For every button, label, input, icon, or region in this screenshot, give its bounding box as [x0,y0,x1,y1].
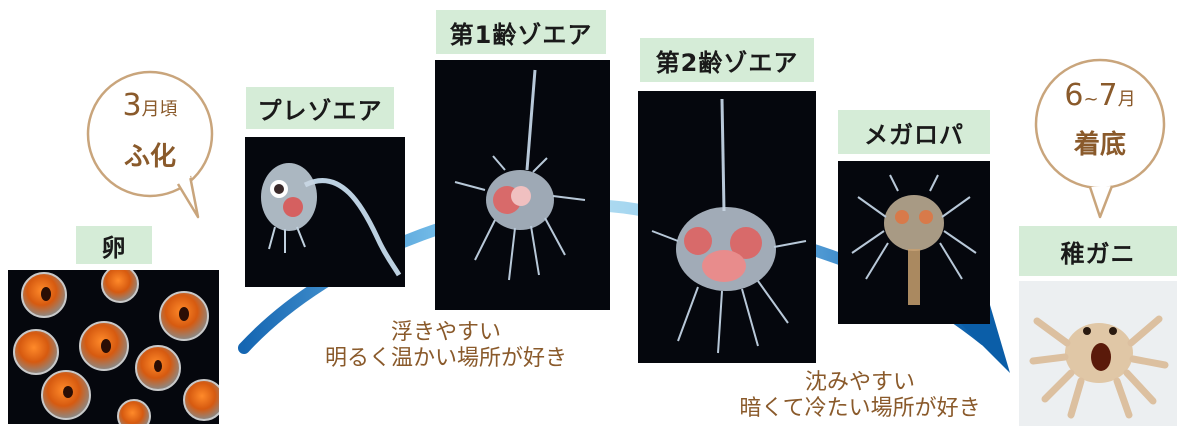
settle-month-from: 6 [1064,78,1084,113]
hatch-event-text: ふ化 [123,142,176,172]
settle-speech-bubble [1034,58,1166,219]
settle-month-to: 7 [1098,78,1118,113]
settle-month-unit: 月 [1117,89,1136,110]
hatch-month-text: 3月頃 [94,88,206,123]
juvenile-label: 稚ガニ [1019,226,1177,276]
hatch-speech-bubble [86,70,214,219]
prezoea-illustration [261,163,402,277]
juvenile-illustration [1029,315,1169,419]
zoea2-label: 第2齢ゾエア [640,38,814,82]
zoea2-photo [638,91,816,363]
juvenile-photo [1019,281,1177,426]
megalopa-photo [838,161,990,324]
egg-photo [8,270,219,424]
egg-label: 卵 [76,226,152,264]
sink-note-line2: 暗くて冷たい場所が好き [739,396,981,421]
zoea1-illustration [454,69,586,281]
float-note: 浮きやすい 明るく温かい場所が好き [296,320,596,372]
megalopa-label: メガロパ [838,110,990,154]
hatch-month-unit: 月頃 [141,99,178,120]
sink-note-line1: 沈みやすい [804,370,915,395]
zoea1-label: 第1齢ゾエア [436,10,606,54]
hatch-month-number: 3 [122,88,142,123]
sink-note: 沈みやすい 暗くて冷たい場所が好き [720,370,1000,422]
settle-event-text: 着底 [1073,130,1126,160]
float-note-line1: 浮きやすい [390,320,501,345]
prezoea-photo [245,137,405,287]
settle-tilde: ~ [1083,89,1099,110]
float-note-line2: 明るく温かい場所が好き [324,346,567,371]
zoea1-photo [435,60,610,310]
zoea2-illustration [651,98,807,354]
megalopa-illustration [851,174,977,305]
settle-month-text: 6~7月 [1040,78,1160,113]
egg-illustration [13,270,219,424]
prezoea-label: プレゾエア [246,87,394,129]
